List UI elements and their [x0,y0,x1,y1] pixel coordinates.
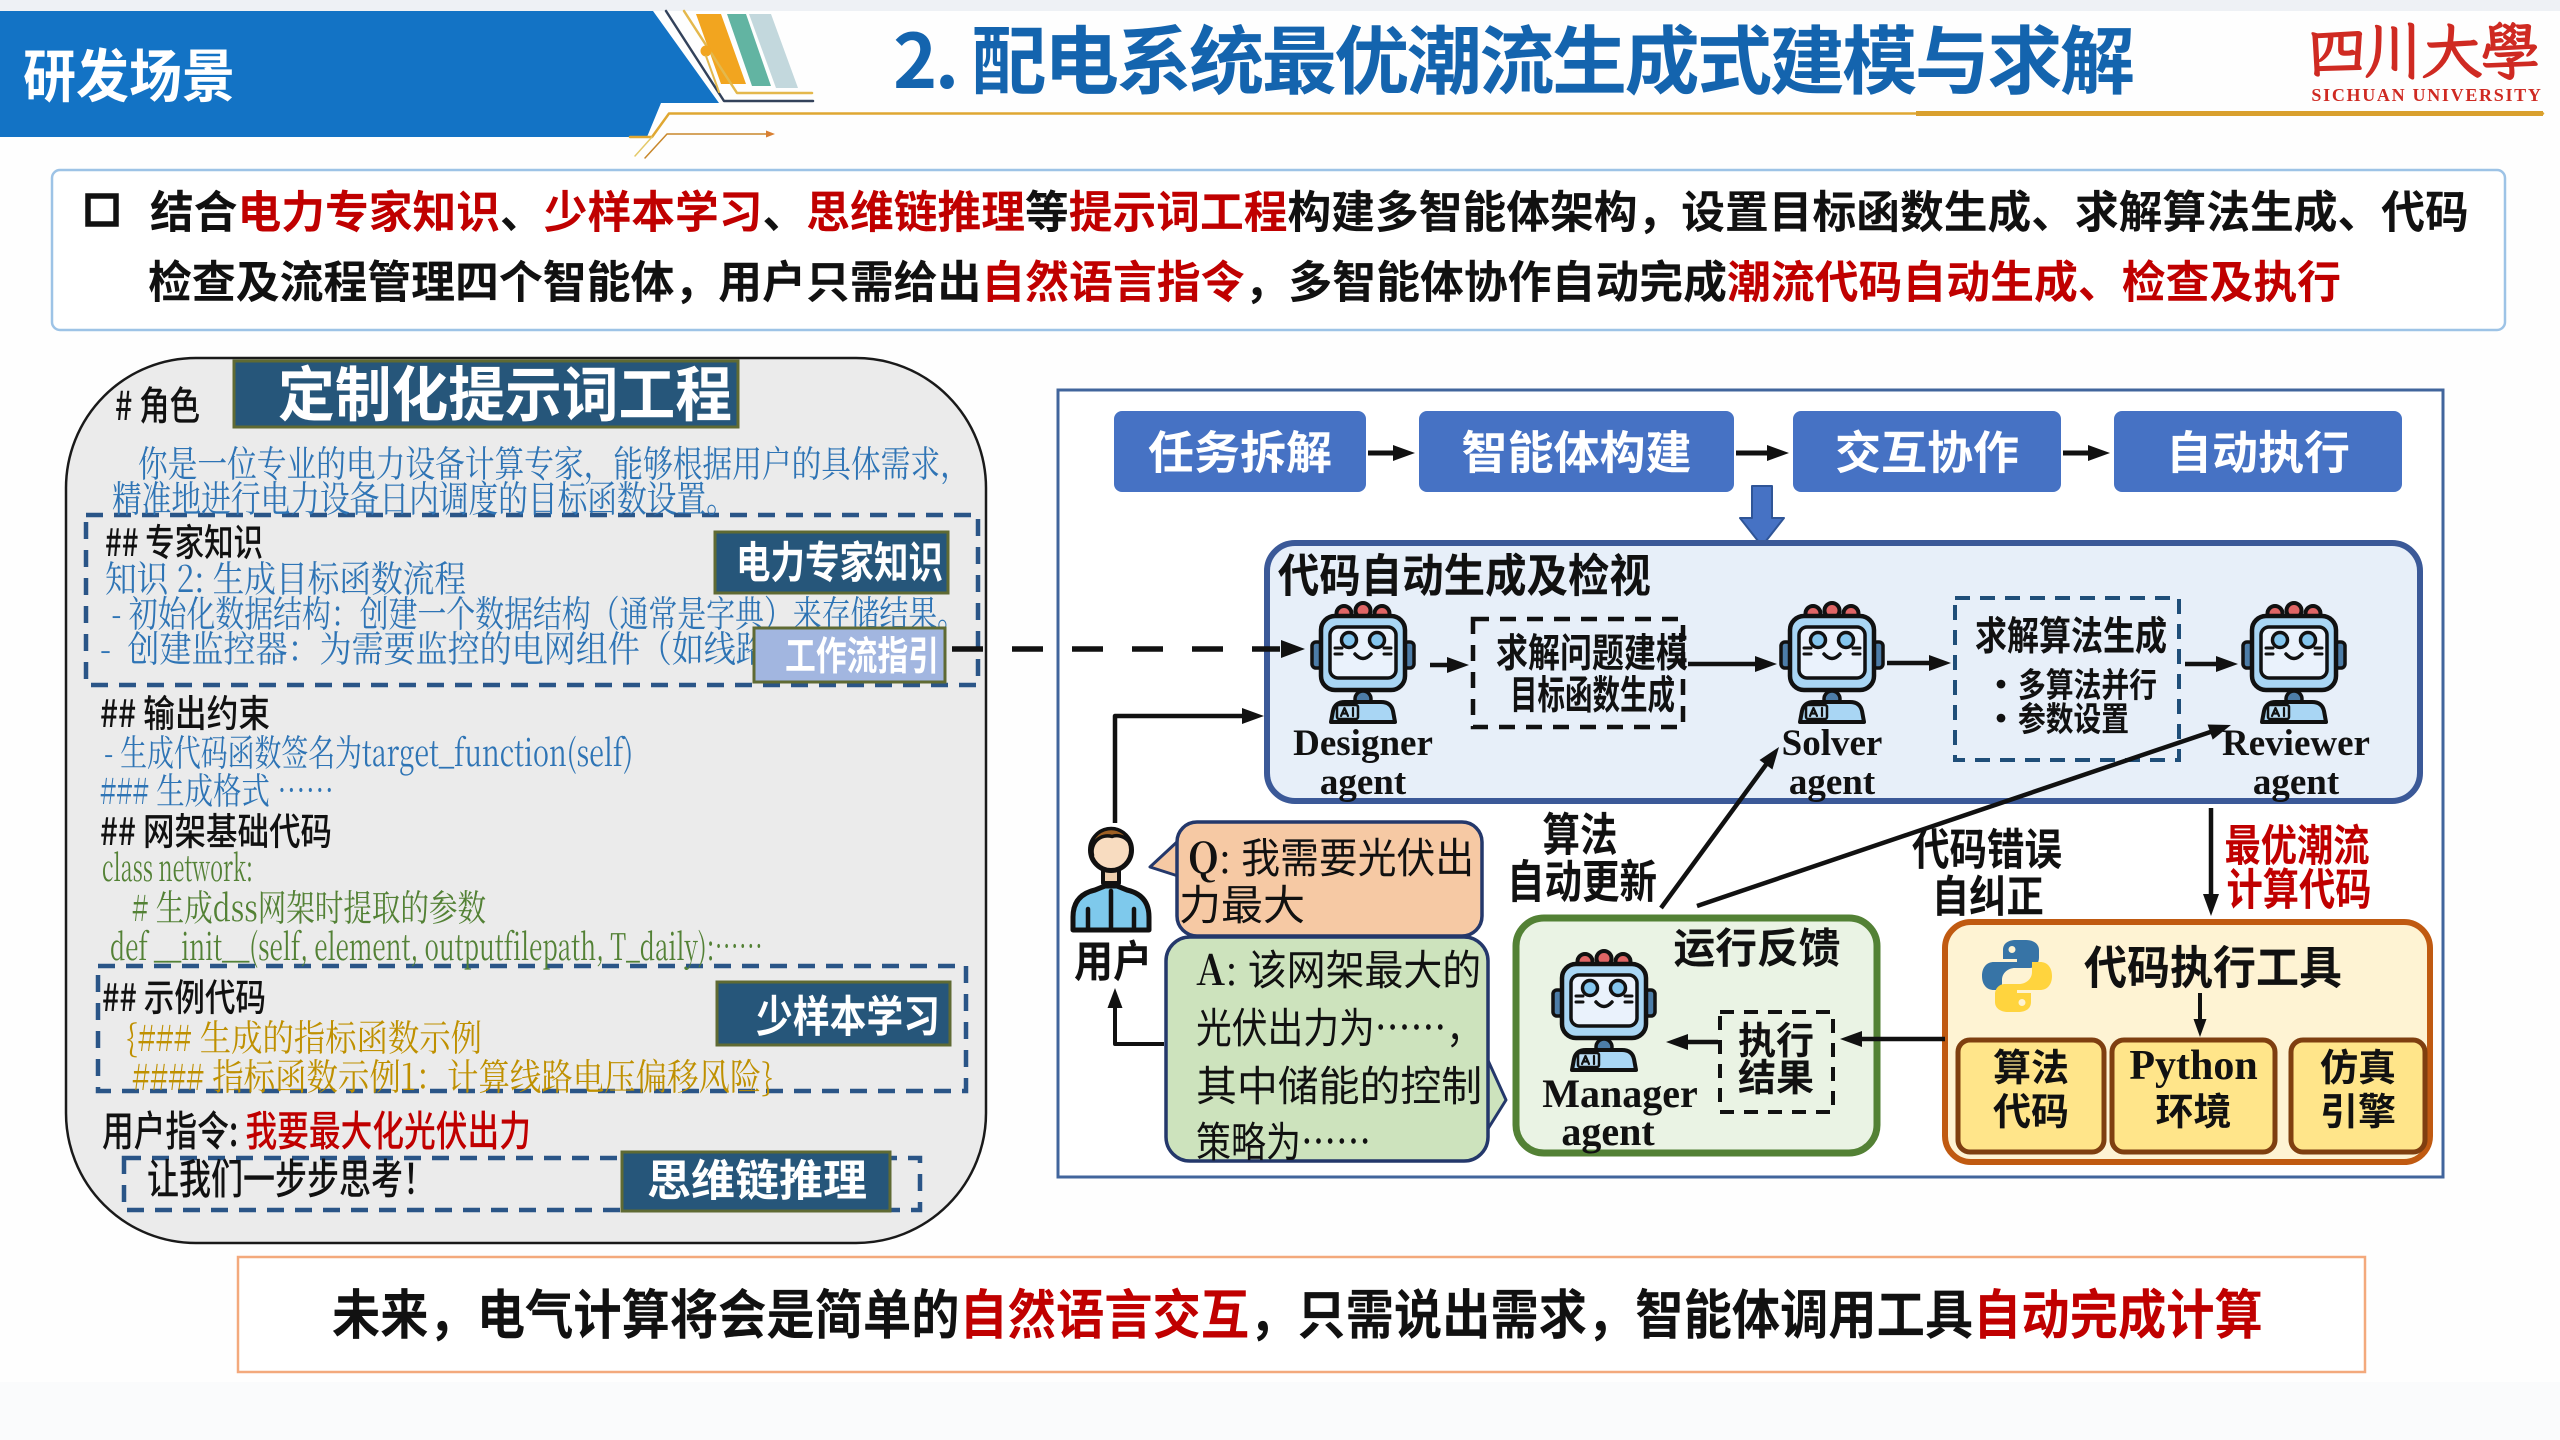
svg-text:agent: agent [1789,762,1876,803]
svg-text:agent: agent [1561,1109,1655,1154]
svg-text:agent: agent [1320,762,1407,803]
svg-text:agent: agent [2253,762,2340,803]
svg-text:Reviewer: Reviewer [2222,723,2370,764]
svg-text:Designer: Designer [1293,723,1433,764]
svg-text:SICHUAN UNIVERSITY: SICHUAN UNIVERSITY [2311,85,2542,105]
svg-text:Solver: Solver [1782,723,1883,764]
svg-text:Python: Python [2129,1043,2257,1089]
svg-text:Manager: Manager [1542,1071,1698,1116]
